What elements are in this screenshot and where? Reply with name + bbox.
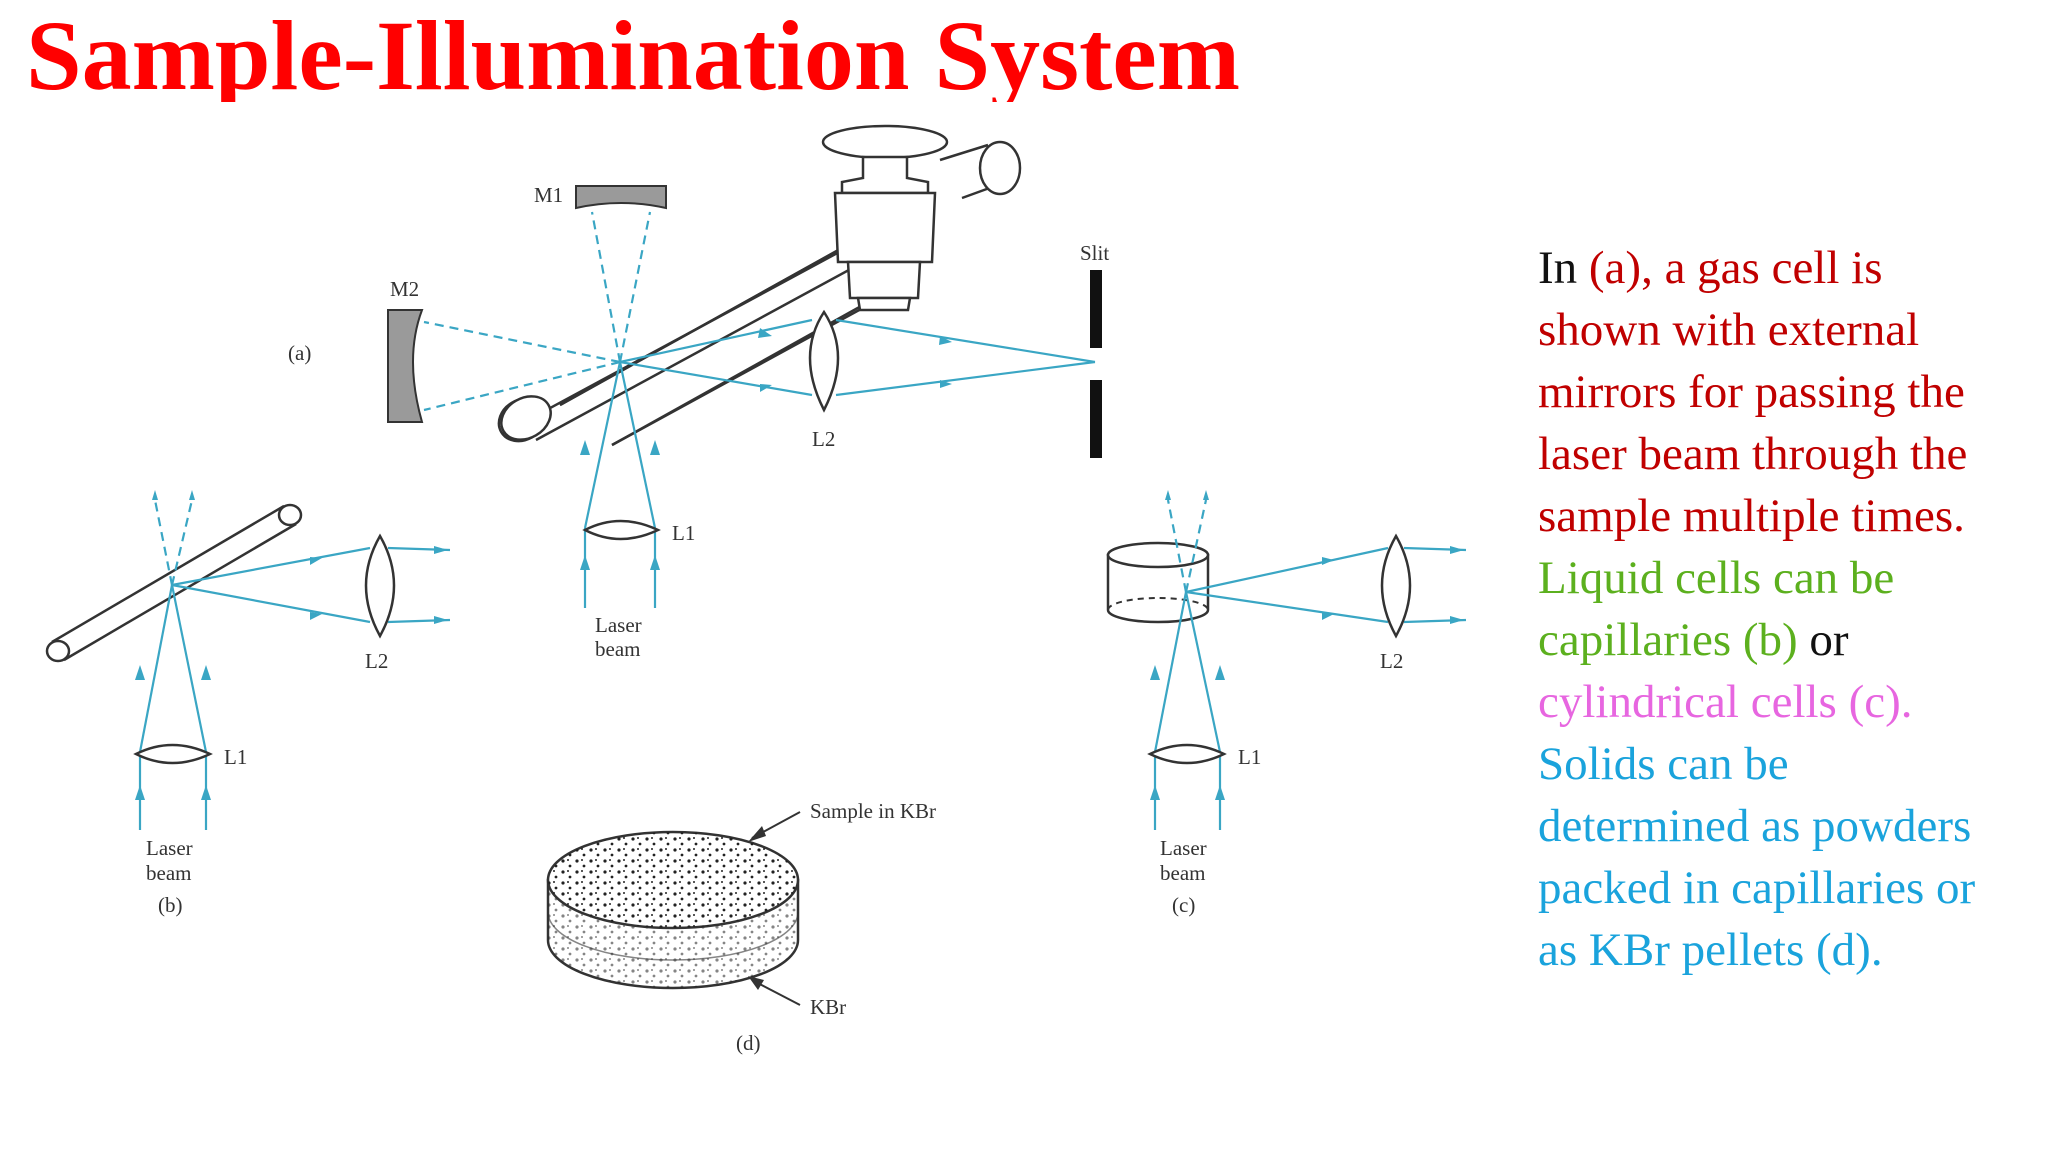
- desc-line-7-or: or: [1797, 614, 1849, 666]
- caption-d: (d): [736, 1031, 761, 1055]
- mirror-m2: [387, 309, 424, 423]
- desc-line-3: mirrors for passing the: [1538, 366, 1965, 418]
- desc-line-12: as KBr pellets (d).: [1538, 924, 1883, 976]
- caption-c: (c): [1172, 893, 1195, 917]
- desc-line-1-rest: (a), a gas cell is: [1588, 242, 1883, 294]
- diagram-b: L2 L1 Laser beam (b): [45, 490, 451, 917]
- label-l2-b: L2: [365, 649, 388, 673]
- mirror-m1: [575, 185, 667, 210]
- slit-bottom: [1090, 380, 1102, 458]
- lens-l1-a: [582, 519, 661, 541]
- sample-illumination-diagram: M1 M2 (a) Slit L2 L1 Laser beam: [45, 124, 1467, 1055]
- desc-line-2: shown with external: [1538, 304, 1920, 356]
- label-l2-c: L2: [1380, 649, 1403, 673]
- label-laser-c-1: Laser: [1160, 836, 1207, 860]
- caption-a: (a): [288, 341, 311, 365]
- label-laser-b-2: beam: [146, 861, 191, 885]
- label-laser-a-2: beam: [595, 637, 640, 661]
- label-laser-c-2: beam: [1160, 861, 1205, 885]
- lens-l2-b: [364, 533, 396, 639]
- label-laser-b-1: Laser: [146, 836, 193, 860]
- slit-top: [1090, 270, 1102, 348]
- label-l2-a: L2: [812, 427, 835, 451]
- caption-b: (b): [158, 893, 183, 917]
- label-l1-a: L1: [672, 521, 695, 545]
- microscope-objective: [821, 124, 949, 312]
- label-m2: M2: [390, 277, 419, 301]
- desc-line-7-capillaries: capillaries (b): [1538, 614, 1798, 666]
- title-region: Sample-Illumination System: [0, 0, 1400, 102]
- label-l1-b: L1: [224, 745, 247, 769]
- diagram-d: Sample in KBr KBr (d): [546, 799, 936, 1055]
- desc-line-10: determined as powders: [1538, 800, 1972, 852]
- slide-title: Sample-Illumination System: [26, 0, 1241, 102]
- desc-line-9: Solids can be: [1538, 738, 1789, 790]
- desc-line-8: cylindrical cells (c).: [1538, 676, 1913, 728]
- desc-line-7: capillaries (b) or: [1538, 609, 2038, 671]
- laser-beam-a: [580, 318, 1096, 608]
- diagram-c: L2 L1 Laser beam (c): [1106, 490, 1467, 917]
- desc-line-11: packed in capillaries or: [1538, 862, 1976, 914]
- lens-l2-c: [1380, 533, 1412, 639]
- lens-l2-a: [808, 309, 840, 413]
- lens-l1-c: [1147, 743, 1227, 765]
- label-slit: Slit: [1080, 241, 1109, 265]
- lens-l1-b: [133, 743, 213, 765]
- diagram-a: M1 M2 (a) Slit L2 L1 Laser beam: [288, 124, 1109, 661]
- desc-line-1: In (a), a gas cell is: [1538, 237, 2038, 299]
- label-m1: M1: [534, 183, 563, 207]
- label-sample-in-kbr: Sample in KBr: [810, 799, 936, 823]
- label-kbr: KBr: [810, 995, 846, 1019]
- label-l1-c: L1: [1238, 745, 1261, 769]
- description-text: In (a), a gas cell is shown with externa…: [1538, 237, 2038, 981]
- desc-line-6: Liquid cells can be: [1538, 552, 1895, 604]
- gas-cell-tube: [497, 140, 1022, 447]
- desc-line-4: laser beam through the: [1538, 428, 1968, 480]
- desc-line-5: sample multiple times.: [1538, 490, 1965, 542]
- label-laser-a-1: Laser: [595, 613, 642, 637]
- desc-line-1-in: In: [1538, 242, 1589, 294]
- dashed-beams-a: [423, 211, 652, 412]
